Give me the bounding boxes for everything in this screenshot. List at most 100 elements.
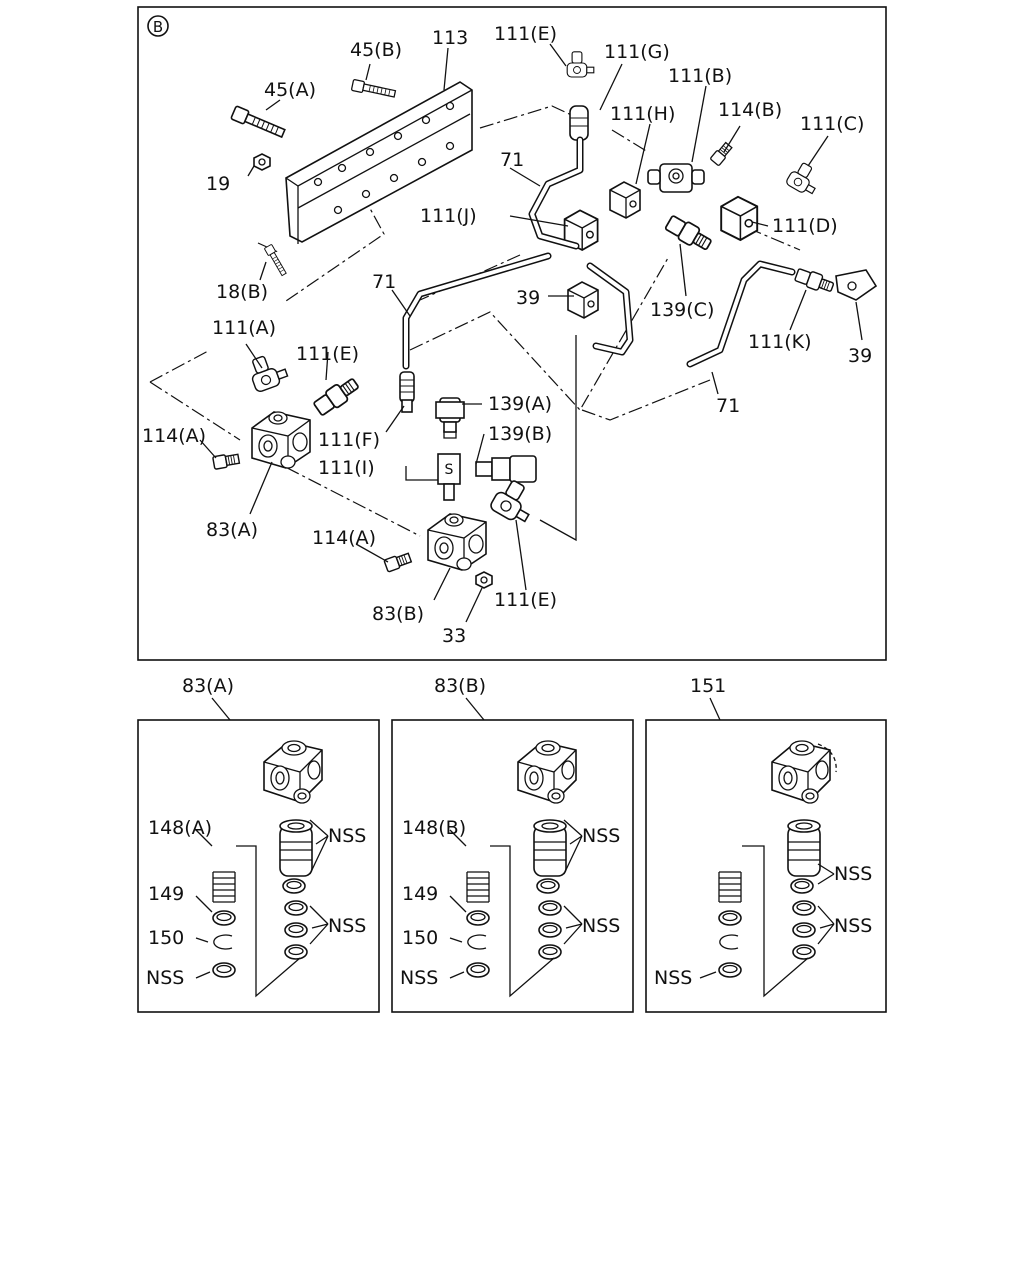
- plunger-151-icon: [787, 819, 821, 877]
- valve-body-83b-icon: [427, 513, 487, 571]
- callout-71-top: 71: [500, 149, 524, 171]
- valve-body-83a-icon: [251, 411, 311, 469]
- detail-ring-83b: 150: [402, 927, 438, 949]
- block-39-mid-icon: [567, 281, 599, 319]
- oring-83b-4-icon: [538, 944, 562, 960]
- svg-text:S: S: [445, 462, 454, 478]
- detail-panel-83b: 83(B) 148(B) 149 150 NSS NSS NSS: [391, 675, 634, 1013]
- fitting-111k-icon: [793, 266, 836, 296]
- callout-39-right: 39: [848, 345, 872, 367]
- callout-45a: 45(A): [264, 79, 316, 101]
- oring-83b-3-icon: [538, 922, 562, 938]
- ring-150-a-icon: [213, 934, 233, 950]
- callouts: 45(B) 113 111(E) 111(G) 111(B) 45(A) 111…: [142, 23, 872, 647]
- detail-seat-83b: NSS: [400, 967, 438, 989]
- oring-151-1-icon: [790, 878, 814, 894]
- valve-body-151-detail-icon: [771, 740, 831, 804]
- callout-71-bot: 71: [716, 395, 740, 417]
- oring-83a-1-icon: [282, 878, 306, 894]
- detail-nss-upper-151: NSS: [834, 863, 872, 885]
- section-mark: B: [147, 15, 169, 37]
- sensor-111i-icon: S: [437, 453, 461, 501]
- detail-spring-83a: 148(A): [148, 817, 212, 839]
- leader-lines: [199, 43, 863, 623]
- spring-151-icon: [718, 871, 742, 903]
- callout-33: 33: [442, 625, 466, 647]
- section-mark-label: B: [153, 18, 163, 36]
- callout-111d: 111(D): [772, 215, 838, 237]
- detail-seat-151: NSS: [654, 967, 692, 989]
- plug-114b-icon: [709, 140, 734, 167]
- oring-151-4-icon: [792, 944, 816, 960]
- switch-139b-icon: [475, 455, 537, 483]
- callout-111i: 111(I): [318, 457, 375, 479]
- elbow-111a-icon: [245, 349, 291, 394]
- main-frame: [137, 6, 887, 661]
- detail-washer-83b: 149: [402, 883, 438, 905]
- switch-139c-icon: [663, 212, 715, 255]
- detail-nss-lower-151: NSS: [834, 915, 872, 937]
- elbow-111c-icon: [784, 159, 824, 199]
- plunger-83b-icon: [533, 819, 567, 877]
- elbow-111e-bot-icon: [488, 475, 541, 528]
- detail-panel-83a: 83(A) 148(A) 149 150 NSS NSS NSS: [137, 675, 380, 1013]
- detail-seat-83a: NSS: [146, 967, 184, 989]
- oring-83b-2-icon: [538, 900, 562, 916]
- switch-139a-icon: [435, 397, 465, 439]
- callout-114b: 114(B): [718, 99, 782, 121]
- callout-83b: 83(B): [372, 603, 424, 625]
- detail-washer-83a: 149: [148, 883, 184, 905]
- plug-114a-1-icon: [211, 451, 241, 471]
- spring-148b-icon: [466, 871, 490, 903]
- seat-nss-151-icon: [718, 962, 742, 978]
- detail-title-83a: 83(A): [182, 675, 234, 697]
- callout-111e-top: 111(E): [494, 23, 557, 45]
- washer-151-icon: [718, 910, 742, 926]
- detail-nss-lower-83b: NSS: [582, 915, 620, 937]
- callout-83a: 83(A): [206, 519, 258, 541]
- seat-nss-a-icon: [212, 962, 236, 978]
- block-111h-icon: [609, 181, 641, 219]
- fitting-111e-mid-icon: [311, 373, 363, 419]
- detail-title-151: 151: [690, 675, 726, 697]
- callout-111g: 111(G): [604, 41, 670, 63]
- detail-nss-lower-83a: NSS: [328, 915, 366, 937]
- plunger-83a-icon: [279, 819, 313, 877]
- nipple-111g-icon: [569, 105, 589, 141]
- elbow-111e-top-icon: [566, 51, 595, 78]
- callout-114a-1: 114(A): [142, 425, 206, 447]
- valve-body-83b-detail-icon: [517, 740, 577, 804]
- callout-45b: 45(B): [350, 39, 402, 61]
- oring-83a-3-icon: [284, 922, 308, 938]
- nut-19-icon: [253, 153, 271, 171]
- callout-111b: 111(B): [668, 65, 732, 87]
- detail-spring-83b: 148(B): [402, 817, 466, 839]
- callout-111e-bot: 111(E): [494, 589, 557, 611]
- oring-151-3-icon: [792, 922, 816, 938]
- plug-114a-2-icon: [383, 550, 413, 573]
- callout-111h: 111(H): [610, 103, 675, 125]
- callout-39-mid: 39: [516, 287, 540, 309]
- tube-71-icon: [402, 136, 796, 370]
- valve-body-83a-detail-icon: [263, 740, 323, 804]
- callout-111f: 111(F): [318, 429, 380, 451]
- callout-111k: 111(K): [748, 331, 812, 353]
- detail-title-83b: 83(B): [434, 675, 486, 697]
- callout-139c: 139(C): [650, 299, 714, 321]
- ring-150-b-icon: [467, 934, 487, 950]
- seat-nss-b-icon: [466, 962, 490, 978]
- block-111d-icon: [720, 195, 759, 241]
- callout-111j: 111(J): [420, 205, 477, 227]
- callout-18b: 18(B): [216, 281, 268, 303]
- callout-71-mid: 71: [372, 271, 396, 293]
- ring-151-icon: [719, 934, 739, 950]
- detail-nss-upper-83b: NSS: [582, 825, 620, 847]
- detail-panel-151: 151 NSS NSS NSS: [645, 675, 887, 1013]
- nut-33-icon: [475, 571, 493, 589]
- fitting-111f-icon: [399, 371, 415, 413]
- callout-19: 19: [206, 173, 230, 195]
- callout-113: 113: [432, 27, 468, 49]
- bracket-113: [285, 81, 473, 244]
- oring-83a-4-icon: [284, 944, 308, 960]
